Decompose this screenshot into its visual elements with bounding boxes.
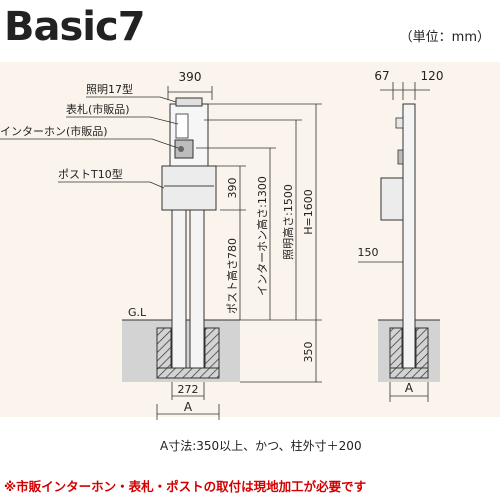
- front-leg-left: [171, 209, 187, 369]
- side-mailbox: [380, 177, 404, 221]
- side-foundation-left: [389, 327, 403, 369]
- side-view: 67 120 150 A: [358, 69, 444, 402]
- dim-side-left: 67: [374, 69, 389, 83]
- front-foundation-right: [204, 327, 220, 369]
- dim-light-height: 照明高さ:1500: [281, 184, 295, 260]
- dim-base-width: 272: [178, 383, 199, 396]
- label-nameplate: 表札(市販品): [66, 102, 130, 116]
- light-shape: [175, 97, 203, 107]
- label-post: ポストT10型: [58, 167, 123, 181]
- front-view: 390 照明17型 表札(市販品) インターホン(市販品) ポストT10型 G.…: [0, 70, 322, 420]
- dim-side-offset: 150: [358, 246, 379, 259]
- a-rule-note: A寸法:350以上、かつ、柱外寸＋200: [160, 438, 362, 453]
- side-post: [402, 103, 416, 369]
- front-foundation-left: [156, 327, 172, 369]
- side-light: [395, 117, 404, 129]
- mailbox-shape: [161, 165, 217, 211]
- warning-note: ※市販インターホン・表札・ポストの取付は現地加工が必要です: [4, 479, 367, 494]
- dim-intercom-height: インターホン高さ:1300: [255, 176, 269, 296]
- side-foundation-base: [389, 367, 429, 379]
- label-light: 照明17型: [86, 82, 133, 96]
- label-intercom: インターホン(市販品): [0, 124, 108, 138]
- dim-hole-side: A: [405, 381, 414, 395]
- label-gl: G.L: [128, 306, 147, 319]
- dim-post-part: 390: [226, 178, 239, 199]
- dim-hole-front: A: [184, 400, 193, 414]
- dim-side-right: 120: [421, 69, 444, 83]
- dim-width: 390: [179, 70, 202, 84]
- front-leg-right: [189, 209, 205, 369]
- intercom-camera: [178, 146, 184, 152]
- side-foundation-right: [415, 327, 429, 369]
- unit-label: （単位：mm）: [399, 30, 490, 45]
- front-foundation-base: [156, 367, 220, 379]
- page-title: Basic7: [4, 4, 146, 50]
- dim-total-height: H=1600: [302, 189, 315, 234]
- side-intercom: [397, 149, 404, 165]
- dim-post-height: ポスト高さ780: [225, 238, 239, 314]
- dim-base-depth: 350: [302, 342, 315, 363]
- nameplate-shape: [175, 113, 189, 139]
